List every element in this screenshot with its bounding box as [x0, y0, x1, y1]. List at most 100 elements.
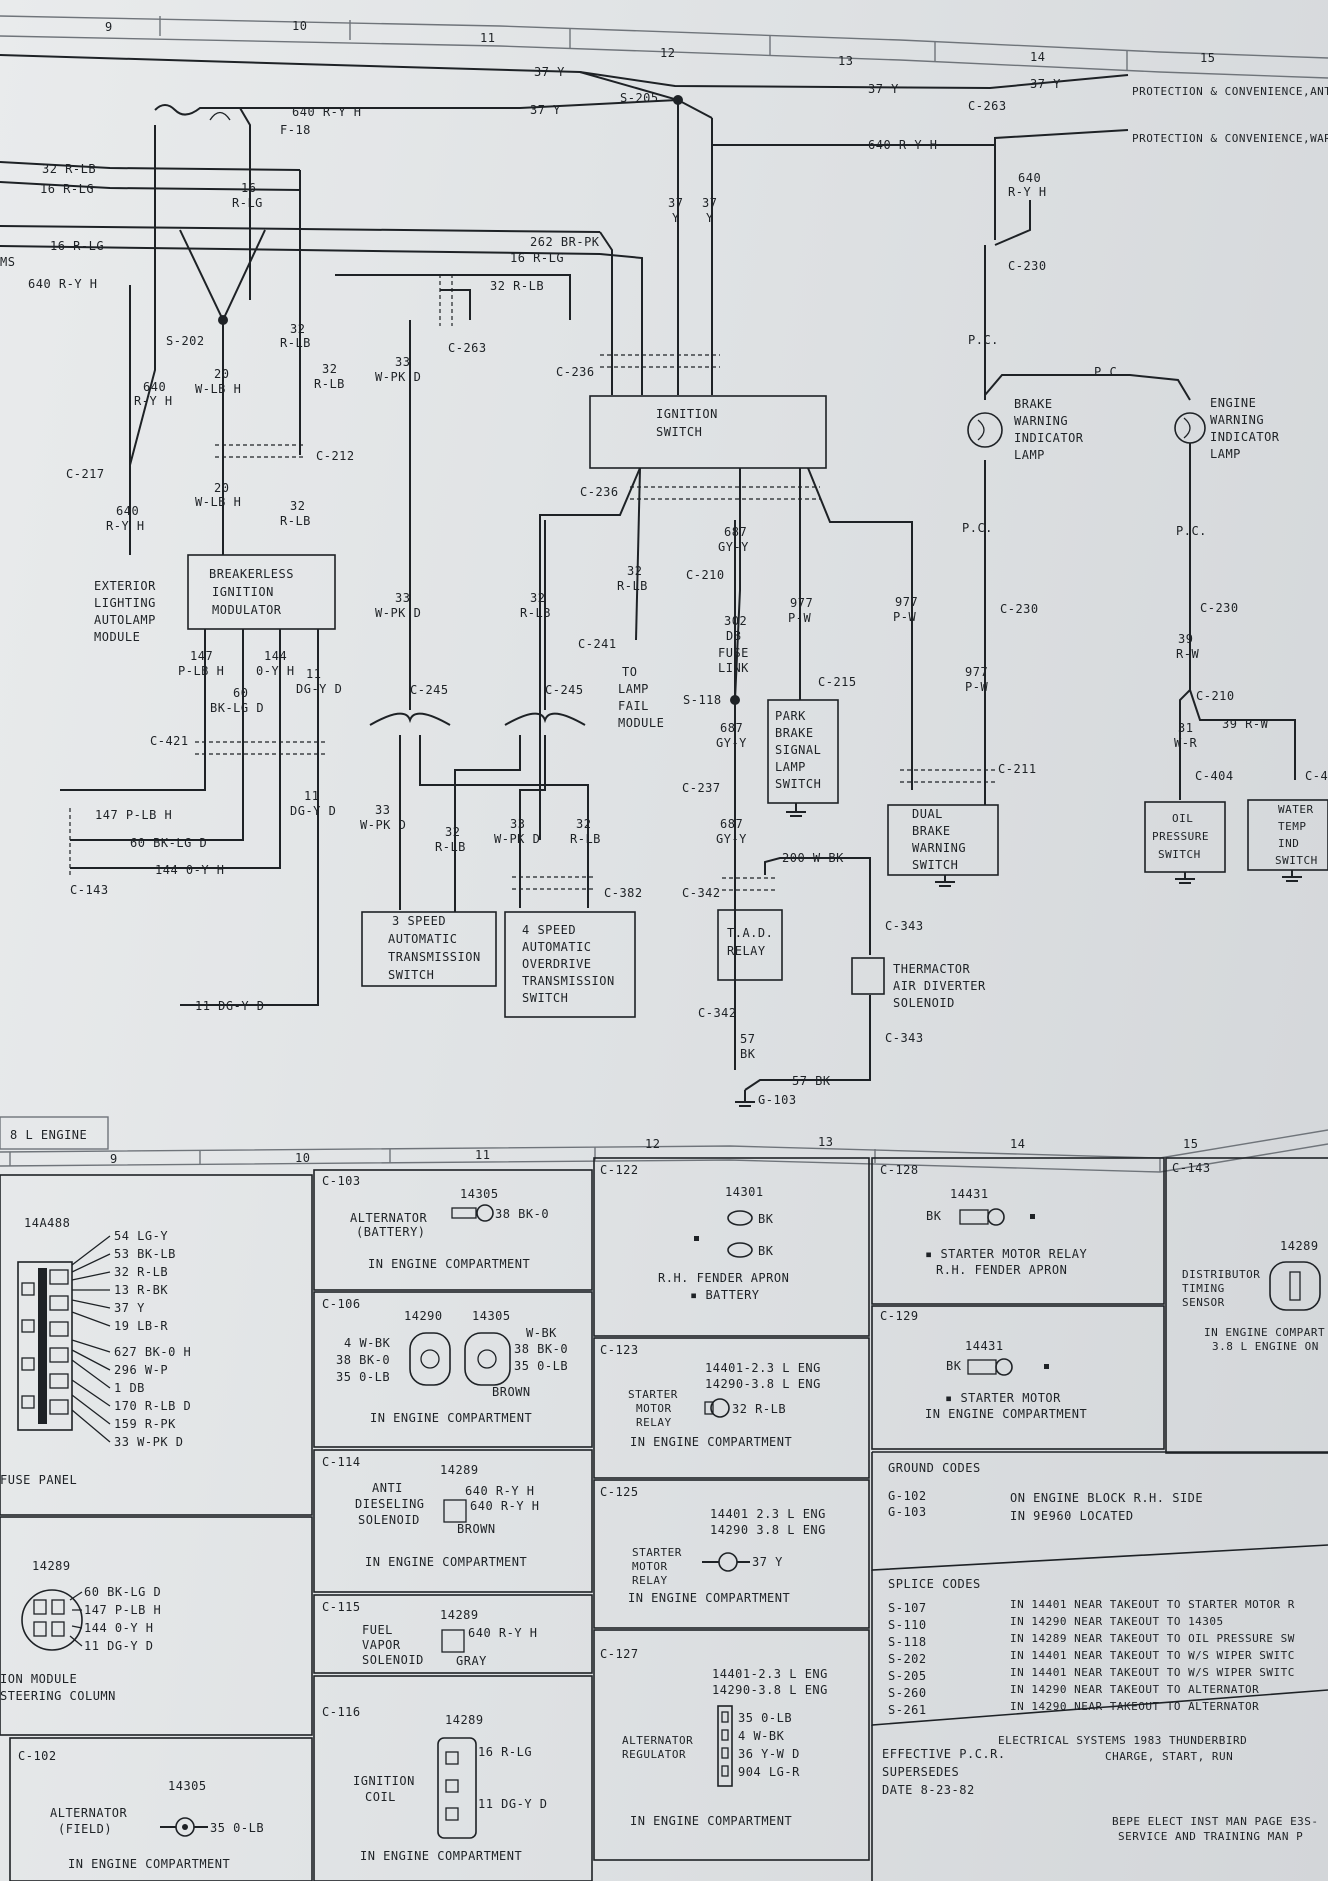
c128-part: 14431	[950, 1187, 989, 1201]
wire-262brpk: 262 BR-PK	[530, 235, 600, 249]
panel-c114: C-114 14289 ANTI DIESELING SOLENOID 640 …	[313, 1449, 593, 1593]
connector-c342: C-342	[682, 886, 721, 900]
ext-lighting-l2: LIGHTING	[94, 596, 156, 610]
connector-c263: C-263	[968, 99, 1007, 113]
c123-w1: 32 R-LB	[732, 1402, 786, 1416]
c129-w1: BK	[946, 1359, 962, 1373]
panel-c103: C-103 14305 ALTERNATOR (BATTERY) 38 BK-0…	[313, 1169, 593, 1291]
c102-part: 14305	[168, 1779, 207, 1793]
wire-11dgyd: 11 DG-Y D	[195, 999, 265, 1013]
splice-code-0: S-107	[888, 1601, 927, 1615]
wire-rlb-g: R-LB	[570, 832, 601, 846]
c102-name: ALTERNATOR	[50, 1806, 128, 1820]
wire-gyy: GY-Y	[718, 540, 749, 554]
trans4-l5: SWITCH	[522, 991, 568, 1005]
wire-wlbh: W-LB H	[195, 382, 241, 396]
c129-id: C-129	[880, 1309, 919, 1323]
fuse-wire-0: 54 LG-Y	[114, 1229, 168, 1243]
ignition-module-view: 14289 60 BK-LG D 147 P-LB H 144 0-Y H 11…	[0, 1516, 313, 1736]
c115-n2: VAPOR	[362, 1638, 401, 1652]
left-wiring: 16 R-LG S-202 20 W-LB H 32 R-LB 32 R-LB …	[66, 107, 354, 644]
c127-w4: 904 LG-R	[738, 1765, 800, 1779]
wire-640ryh-top: 640 R-Y H	[292, 105, 362, 119]
ground-codes-title: GROUND CODES	[888, 1461, 981, 1475]
wire-640: 640	[143, 380, 166, 394]
col-label-11: 11	[480, 31, 495, 45]
wire-11b: 11	[304, 789, 319, 803]
c114-w2: 640 R-Y H	[470, 1499, 540, 1513]
ign-module-wire-2: 144 0-Y H	[84, 1621, 154, 1635]
c125-n2: MOTOR	[632, 1560, 668, 1573]
ewl-l1: ENGINE	[1210, 396, 1256, 410]
wire-32a: 32	[290, 322, 305, 336]
c116-w1: 16 R-LG	[478, 1745, 532, 1759]
pc-1: P.C.	[968, 333, 999, 347]
c115-n1: FUEL	[362, 1623, 393, 1637]
c106-loc: IN ENGINE COMPARTMENT	[370, 1411, 532, 1425]
wire-gyy-c: GY-Y	[716, 832, 747, 846]
connector-c382: C-382	[604, 886, 643, 900]
c114-n3: SOLENOID	[358, 1513, 420, 1527]
wire-ryh-b: R-Y H	[106, 519, 145, 533]
breakerless-ignition-modulator: BREAKERLESS IGNITION MODULATOR 147 P-LB …	[60, 554, 342, 1013]
c106-id: C-106	[322, 1297, 361, 1311]
ign-module-part: 14289	[32, 1559, 71, 1573]
bcol-label-15: 15	[1183, 1137, 1198, 1151]
wire-rlg: R-LG	[232, 196, 263, 210]
ext-lighting-l1: EXTERIOR	[94, 579, 156, 593]
park-brake-l1: PARK	[775, 709, 806, 723]
fuse-wire-1: 53 BK-LB	[114, 1247, 176, 1261]
wire-rlb-a: R-LB	[280, 336, 311, 350]
c115-w1: 640 R-Y H	[468, 1626, 538, 1640]
c115-id: C-115	[322, 1600, 361, 1614]
c114-n2: DIESELING	[355, 1497, 425, 1511]
wire-bk: BK	[740, 1047, 756, 1061]
wire-37b: 37	[702, 196, 717, 210]
footer-ref2: SERVICE AND TRAINING MAN P	[1118, 1830, 1303, 1843]
c123-n3: RELAY	[636, 1416, 672, 1429]
c123-n1: STARTER	[628, 1388, 678, 1401]
bwl-l4: LAMP	[1014, 448, 1045, 462]
c115-n3: SOLENOID	[362, 1653, 424, 1667]
c127-loc: IN ENGINE COMPARTMENT	[630, 1814, 792, 1828]
col-label-12: 12	[660, 46, 675, 60]
connector-c236: C-236	[556, 365, 595, 379]
wire-977: 977	[790, 596, 813, 610]
splice-code-5: S-260	[888, 1686, 927, 1700]
ground-desc-0: ON ENGINE BLOCK R.H. SIDE	[1010, 1491, 1203, 1505]
park-brake-l5: SWITCH	[775, 777, 821, 791]
fuse-panel-caption: FUSE PANEL	[0, 1473, 77, 1487]
c103-id: C-103	[322, 1174, 361, 1188]
c122-w1: BK	[758, 1212, 774, 1226]
splice-desc-6: IN 14290 NEAR TAKEOUT TO ALTERNATOR	[1010, 1700, 1259, 1713]
footer-ref1: BEPE ELECT INST MAN PAGE E3S-	[1112, 1815, 1319, 1828]
splice-codes: SPLICE CODES S-107 IN 14401 NEAR TAKEOUT…	[871, 1570, 1328, 1726]
ground-g103: G-103	[758, 1093, 797, 1107]
brk-mod-l2: IGNITION	[212, 585, 274, 599]
panel-c123: C-123 14401-2.3 L ENG 14290-3.8 L ENG ST…	[593, 1337, 870, 1479]
splice-code-1: S-110	[888, 1618, 927, 1632]
label-ms: MS	[0, 255, 15, 269]
ign-module-caption2: STEERING COLUMN	[0, 1689, 116, 1703]
footer-supersedes: SUPERSEDES	[882, 1765, 959, 1779]
wire-31: 31	[1178, 721, 1193, 735]
fuse-wire-7: 296 W-P	[114, 1363, 168, 1377]
wire-bklgd: BK-LG D	[210, 701, 264, 715]
wire-20: 20	[214, 367, 229, 381]
c106-w2: 38 BK-0	[336, 1353, 390, 1367]
c122-n1: R.H. FENDER APRON	[658, 1271, 789, 1285]
wire-147: 147	[190, 649, 213, 663]
wire-640b: 640	[116, 504, 139, 518]
c116-n1: IGNITION	[353, 1774, 415, 1788]
pc-3: P.C.	[962, 521, 993, 535]
c127-w1: 35 0-LB	[738, 1711, 792, 1725]
c122-id: C-122	[600, 1163, 639, 1177]
brk-mod-l1: BREAKERLESS	[209, 567, 294, 581]
trans3-l1: 3 SPEED	[392, 914, 446, 928]
oil-l2: PRESSURE	[1152, 830, 1209, 843]
wire-wpkd: W-PK D	[375, 370, 421, 384]
bcol-label-13: 13	[818, 1135, 833, 1149]
wire-pw: P-W	[788, 611, 811, 625]
c114-w1: 640 R-Y H	[465, 1484, 535, 1498]
wire-640ryh-right: 640 R-Y H	[868, 138, 938, 152]
